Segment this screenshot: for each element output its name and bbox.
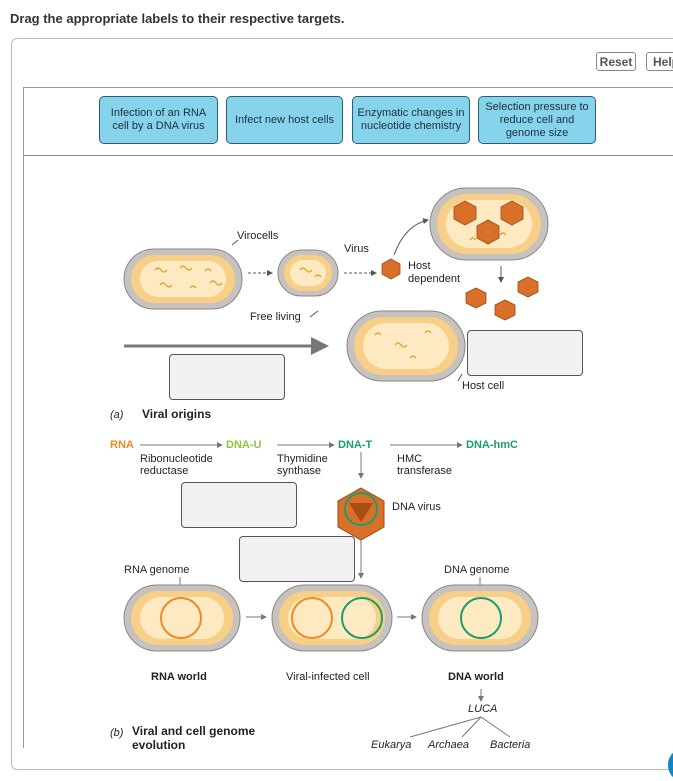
- host-cell-label: Host cell: [462, 380, 505, 392]
- drag-label-infect-new-host[interactable]: Infect new host cells: [226, 96, 343, 144]
- rna-genome-label: RNA genome: [124, 564, 190, 576]
- dna-world-cell: [421, 584, 539, 652]
- caption-a: Viral origins: [142, 407, 212, 421]
- activity-panel: [11, 38, 673, 770]
- ribo-label-1: Ribonucleotide: [140, 453, 213, 465]
- caption-b-line1: Viral and cell genome: [132, 724, 256, 738]
- drop-target-1[interactable]: [169, 354, 285, 400]
- dna-t-label: DNA-T: [338, 439, 373, 451]
- viral-infected-label: Viral-infected cell: [286, 671, 370, 683]
- dna-virus-label: DNA virus: [392, 501, 441, 513]
- label-bank: [23, 87, 673, 156]
- large-cell-a: [123, 248, 243, 310]
- drop-target-2[interactable]: [467, 330, 583, 376]
- rna-label: RNA: [110, 439, 134, 451]
- thym-label-1: Thymidine: [277, 453, 328, 465]
- archaea-label: Archaea: [428, 739, 469, 751]
- drag-label-enzymatic-changes[interactable]: Enzymatic changes in nucleotide chemistr…: [352, 96, 470, 144]
- dna-genome-label: DNA genome: [444, 564, 510, 576]
- caption-b-line2: evolution: [132, 738, 186, 752]
- luca-label: LUCA: [468, 703, 498, 715]
- viral-infected-cell: [271, 584, 393, 652]
- hmc-label-2: transferase: [397, 465, 453, 477]
- dna-virus-shape: [337, 487, 385, 541]
- rna-world-label: RNA world: [151, 671, 207, 683]
- free-living-label: Free living: [250, 311, 301, 323]
- small-cell-a: [277, 249, 339, 297]
- drop-target-3[interactable]: [181, 482, 297, 528]
- drag-label-infection-rna-cell[interactable]: Infection of an RNA cell by a DNA virus: [99, 96, 218, 144]
- rna-world-cell: [123, 584, 241, 652]
- ribo-label-2: reductase: [140, 465, 189, 477]
- instruction-text: Drag the appropriate labels to their res…: [10, 11, 345, 26]
- drag-label-selection-pressure[interactable]: Selection pressure to reduce cell and ge…: [478, 96, 596, 144]
- virocells-label: Virocells: [237, 230, 279, 242]
- virus-label: Virus: [344, 243, 369, 255]
- thym-label-2: synthase: [277, 465, 322, 477]
- bacteria-label: Bacteria: [490, 739, 531, 751]
- dna-world-label: DNA world: [448, 671, 504, 683]
- drop-target-4[interactable]: [239, 536, 355, 582]
- caption-b-letter: (b): [110, 727, 124, 739]
- dna-hmc-label: DNA-hmC: [466, 439, 518, 451]
- floating-action-button[interactable]: [668, 750, 673, 780]
- drag-drop-area: [23, 87, 673, 748]
- eukarya-label: Eukarya: [371, 739, 412, 751]
- dna-u-label: DNA-U: [226, 439, 262, 451]
- hmc-label-1: HMC: [397, 453, 423, 465]
- help-button[interactable]: Help: [646, 52, 673, 71]
- dependent-label: dependent: [408, 273, 460, 285]
- reset-button[interactable]: Reset: [596, 52, 636, 71]
- caption-a-letter: (a): [110, 409, 124, 421]
- host-label: Host: [408, 260, 431, 272]
